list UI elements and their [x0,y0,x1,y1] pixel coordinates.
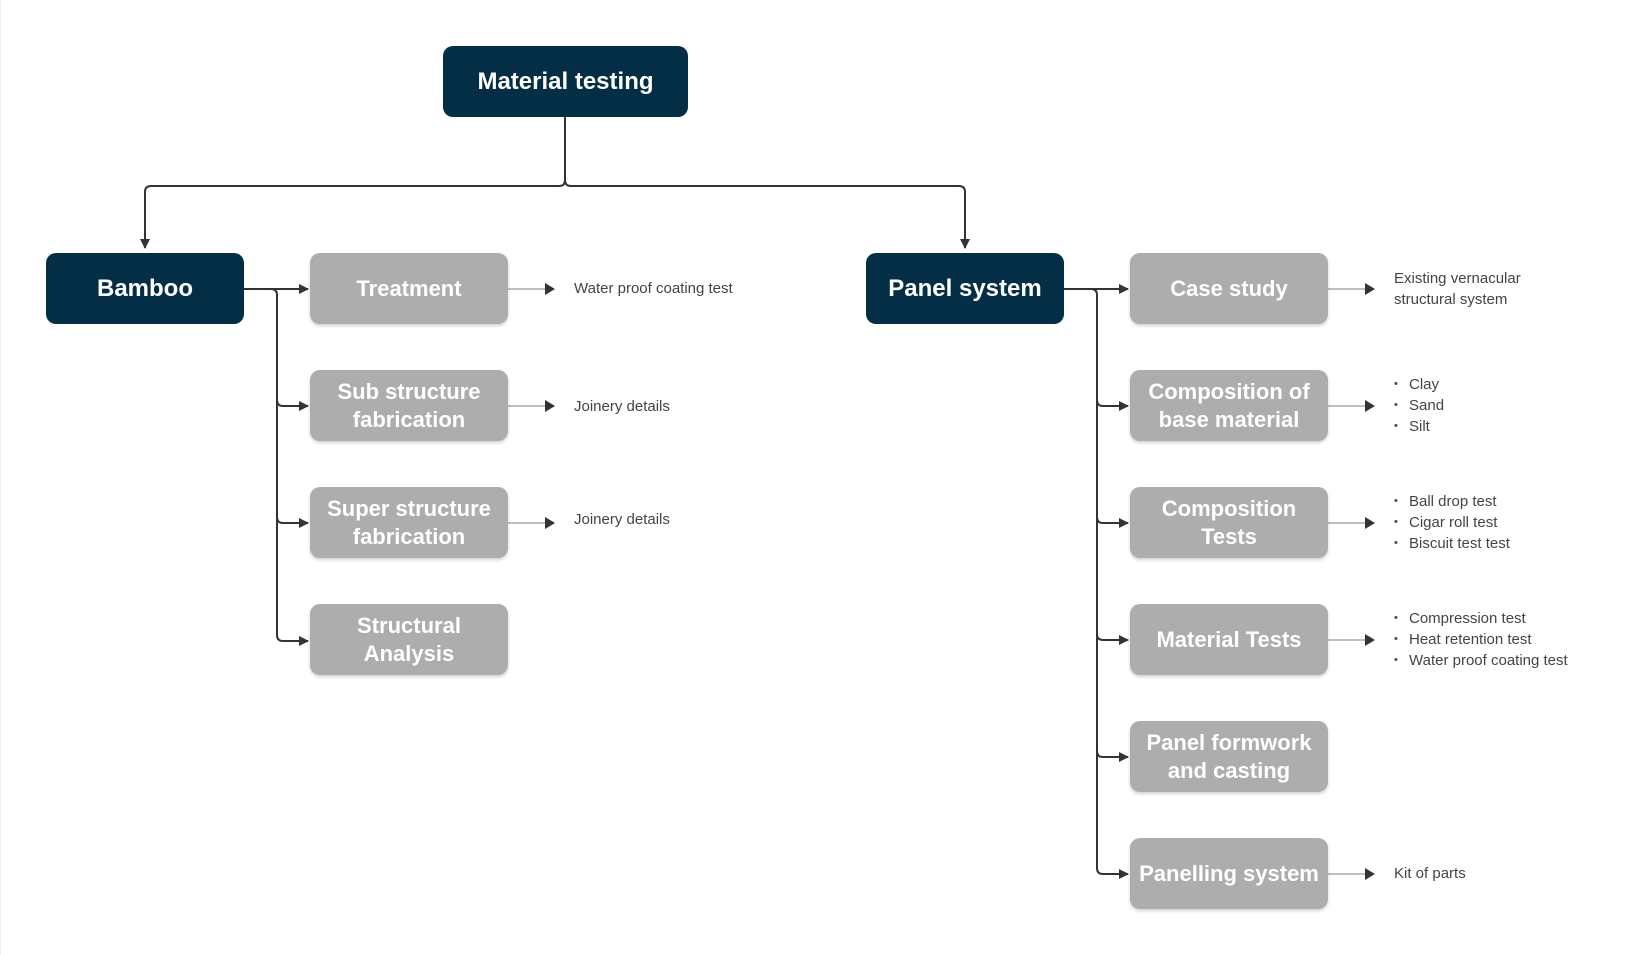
connector-bamboo-trunk [244,288,309,646]
node-material-tests[interactable]: Material Tests [1130,604,1328,675]
note-arrowhead-composition-tests [1365,517,1375,529]
note-arrowhead-superstructure [545,517,555,529]
connector-panel-trunk [1064,288,1129,879]
connector-bamboo-to-superstructure [276,516,309,528]
note-treatment: Water proof coating test [574,280,733,297]
note-arrowhead-panelling [1365,868,1375,880]
note-case-study: Existing vernacular structural system [1394,270,1521,308]
bullet-list-base-material: Clay Sand Silt [1394,374,1444,437]
connector-panel-to-material-tests [1096,633,1129,645]
connector-root-to-panel [564,179,970,249]
node-sub-structure-fabrication[interactable]: Sub structure fabrication [310,370,508,441]
bullet-item: Compression test [1394,608,1568,629]
note-super-structure: Joinery details [574,511,670,528]
node-panel-formwork-and-casting[interactable]: Panel formwork and casting [1130,721,1328,792]
bullet-item: Clay [1394,374,1444,395]
node-panel-system[interactable]: Panel system [866,253,1064,324]
node-super-structure-fabrication[interactable]: Super structure fabrication [310,487,508,558]
bullet-list-composition-tests: Ball drop test Cigar roll test Biscuit t… [1394,491,1510,554]
bullet-item: Ball drop test [1394,491,1510,512]
connector-panel-to-formwork [1096,750,1129,762]
note-panelling-system: Kit of parts [1394,865,1466,882]
bullet-item: Silt [1394,416,1444,437]
bullet-item: Cigar roll test [1394,512,1510,533]
connector-bamboo-to-substructure [276,399,309,411]
note-arrowhead-treatment [545,283,555,295]
note-arrowhead-composition-base [1365,400,1375,412]
note-arrowhead-material-tests [1365,634,1375,646]
node-case-study[interactable]: Case study [1130,253,1328,324]
node-panelling-system[interactable]: Panelling system [1130,838,1328,909]
connector-panel-to-composition-base [1096,399,1129,411]
node-structural-analysis[interactable]: Structural Analysis [310,604,508,675]
note-arrowhead-casestudy [1365,283,1375,295]
bullet-item: Heat retention test [1394,629,1568,650]
connector-panel-to-composition-tests [1096,516,1129,528]
note-arrowhead-substructure [545,400,555,412]
node-treatment[interactable]: Treatment [310,253,508,324]
node-material-testing[interactable]: Material testing [443,46,688,117]
node-composition-of-base-material[interactable]: Composition of base material [1130,370,1328,441]
note-sub-structure: Joinery details [574,398,670,415]
bullet-list-material-tests: Compression test Heat retention test Wat… [1394,608,1568,671]
bullet-item: Sand [1394,395,1444,416]
bullet-item: Biscuit test test [1394,533,1510,554]
connector-root-to-bamboo [140,117,566,249]
node-bamboo[interactable]: Bamboo [46,253,244,324]
bullet-item: Water proof coating test [1394,650,1568,671]
node-composition-tests[interactable]: Composition Tests [1130,487,1328,558]
